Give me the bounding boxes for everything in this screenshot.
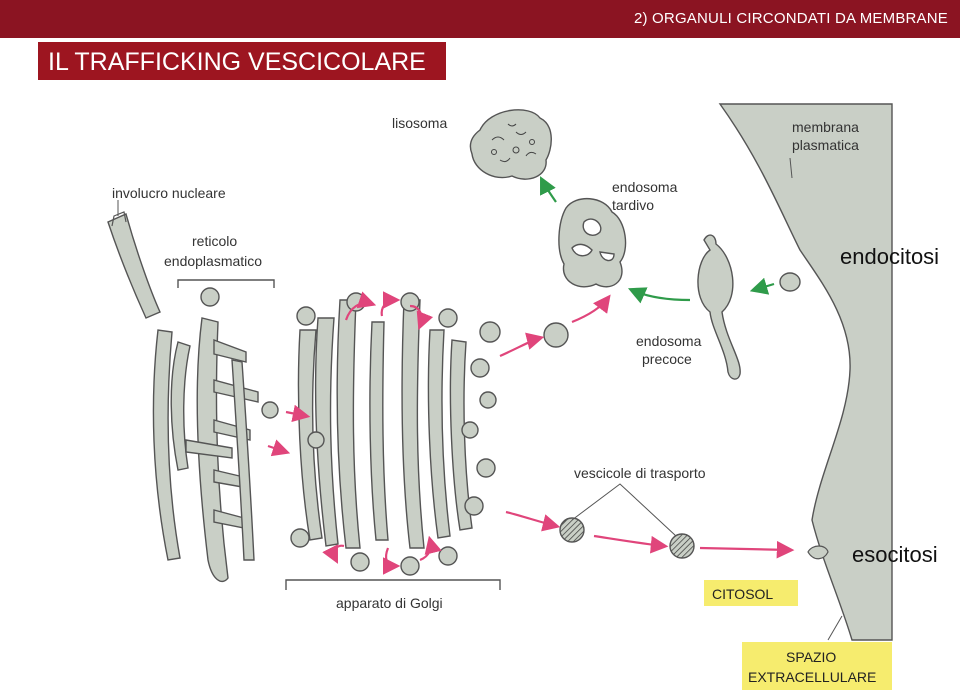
label-er-2: endoplasmatico <box>164 253 262 269</box>
label-early-endosome-1: endosoma <box>636 333 702 349</box>
nuclear-envelope <box>107 213 161 319</box>
lysosome <box>469 109 552 180</box>
extracellular-box <box>742 642 892 690</box>
label-golgi: apparato di Golgi <box>336 595 443 611</box>
golgi-bracket <box>285 579 501 590</box>
label-early-endosome-2: precoce <box>642 351 692 367</box>
citosol-box <box>704 580 798 606</box>
label-late-endosome-2: tardivo <box>612 197 654 213</box>
label-extracellular-1: SPAZIO <box>786 649 836 665</box>
late-endosome <box>558 198 627 288</box>
pink-arrows <box>267 291 795 575</box>
green-arrows <box>540 176 775 304</box>
label-er-1: reticolo <box>192 233 237 249</box>
plasma-membrane <box>718 103 893 641</box>
golgi-apparatus <box>290 292 501 576</box>
header-bar: 2) ORGANULI CIRCONDATI DA MEMBRANE <box>0 0 960 38</box>
section-title: 2) ORGANULI CIRCONDATI DA MEMBRANE <box>633 10 948 27</box>
exocytosis-fusion <box>807 545 829 560</box>
leader-lines <box>571 157 843 641</box>
vesicles <box>543 272 801 559</box>
label-late-endosome-1: endosoma <box>612 179 678 195</box>
endoplasmic-reticulum <box>152 287 279 583</box>
early-endosome <box>697 234 741 380</box>
label-cytosol: CITOSOL <box>712 586 773 602</box>
label-membrane-2: plasmatica <box>792 137 859 153</box>
nuclear-envelope-bracket <box>111 211 127 227</box>
label-extracellular-2: EXTRACELLULARE <box>748 669 876 685</box>
label-lysosome: lisosoma <box>392 115 447 131</box>
label-exocytosis: esocitosi <box>852 542 938 567</box>
label-membrane-1: membrana <box>792 119 859 135</box>
slide-title: IL TRAFFICKING VESCICOLARE <box>38 42 446 80</box>
label-endocytosis: endocitosi <box>840 244 939 269</box>
label-transport-vesicles: vescicole di trasporto <box>574 465 706 481</box>
er-bracket <box>177 279 275 288</box>
label-nuclear-envelope: involucro nucleare <box>112 185 226 201</box>
